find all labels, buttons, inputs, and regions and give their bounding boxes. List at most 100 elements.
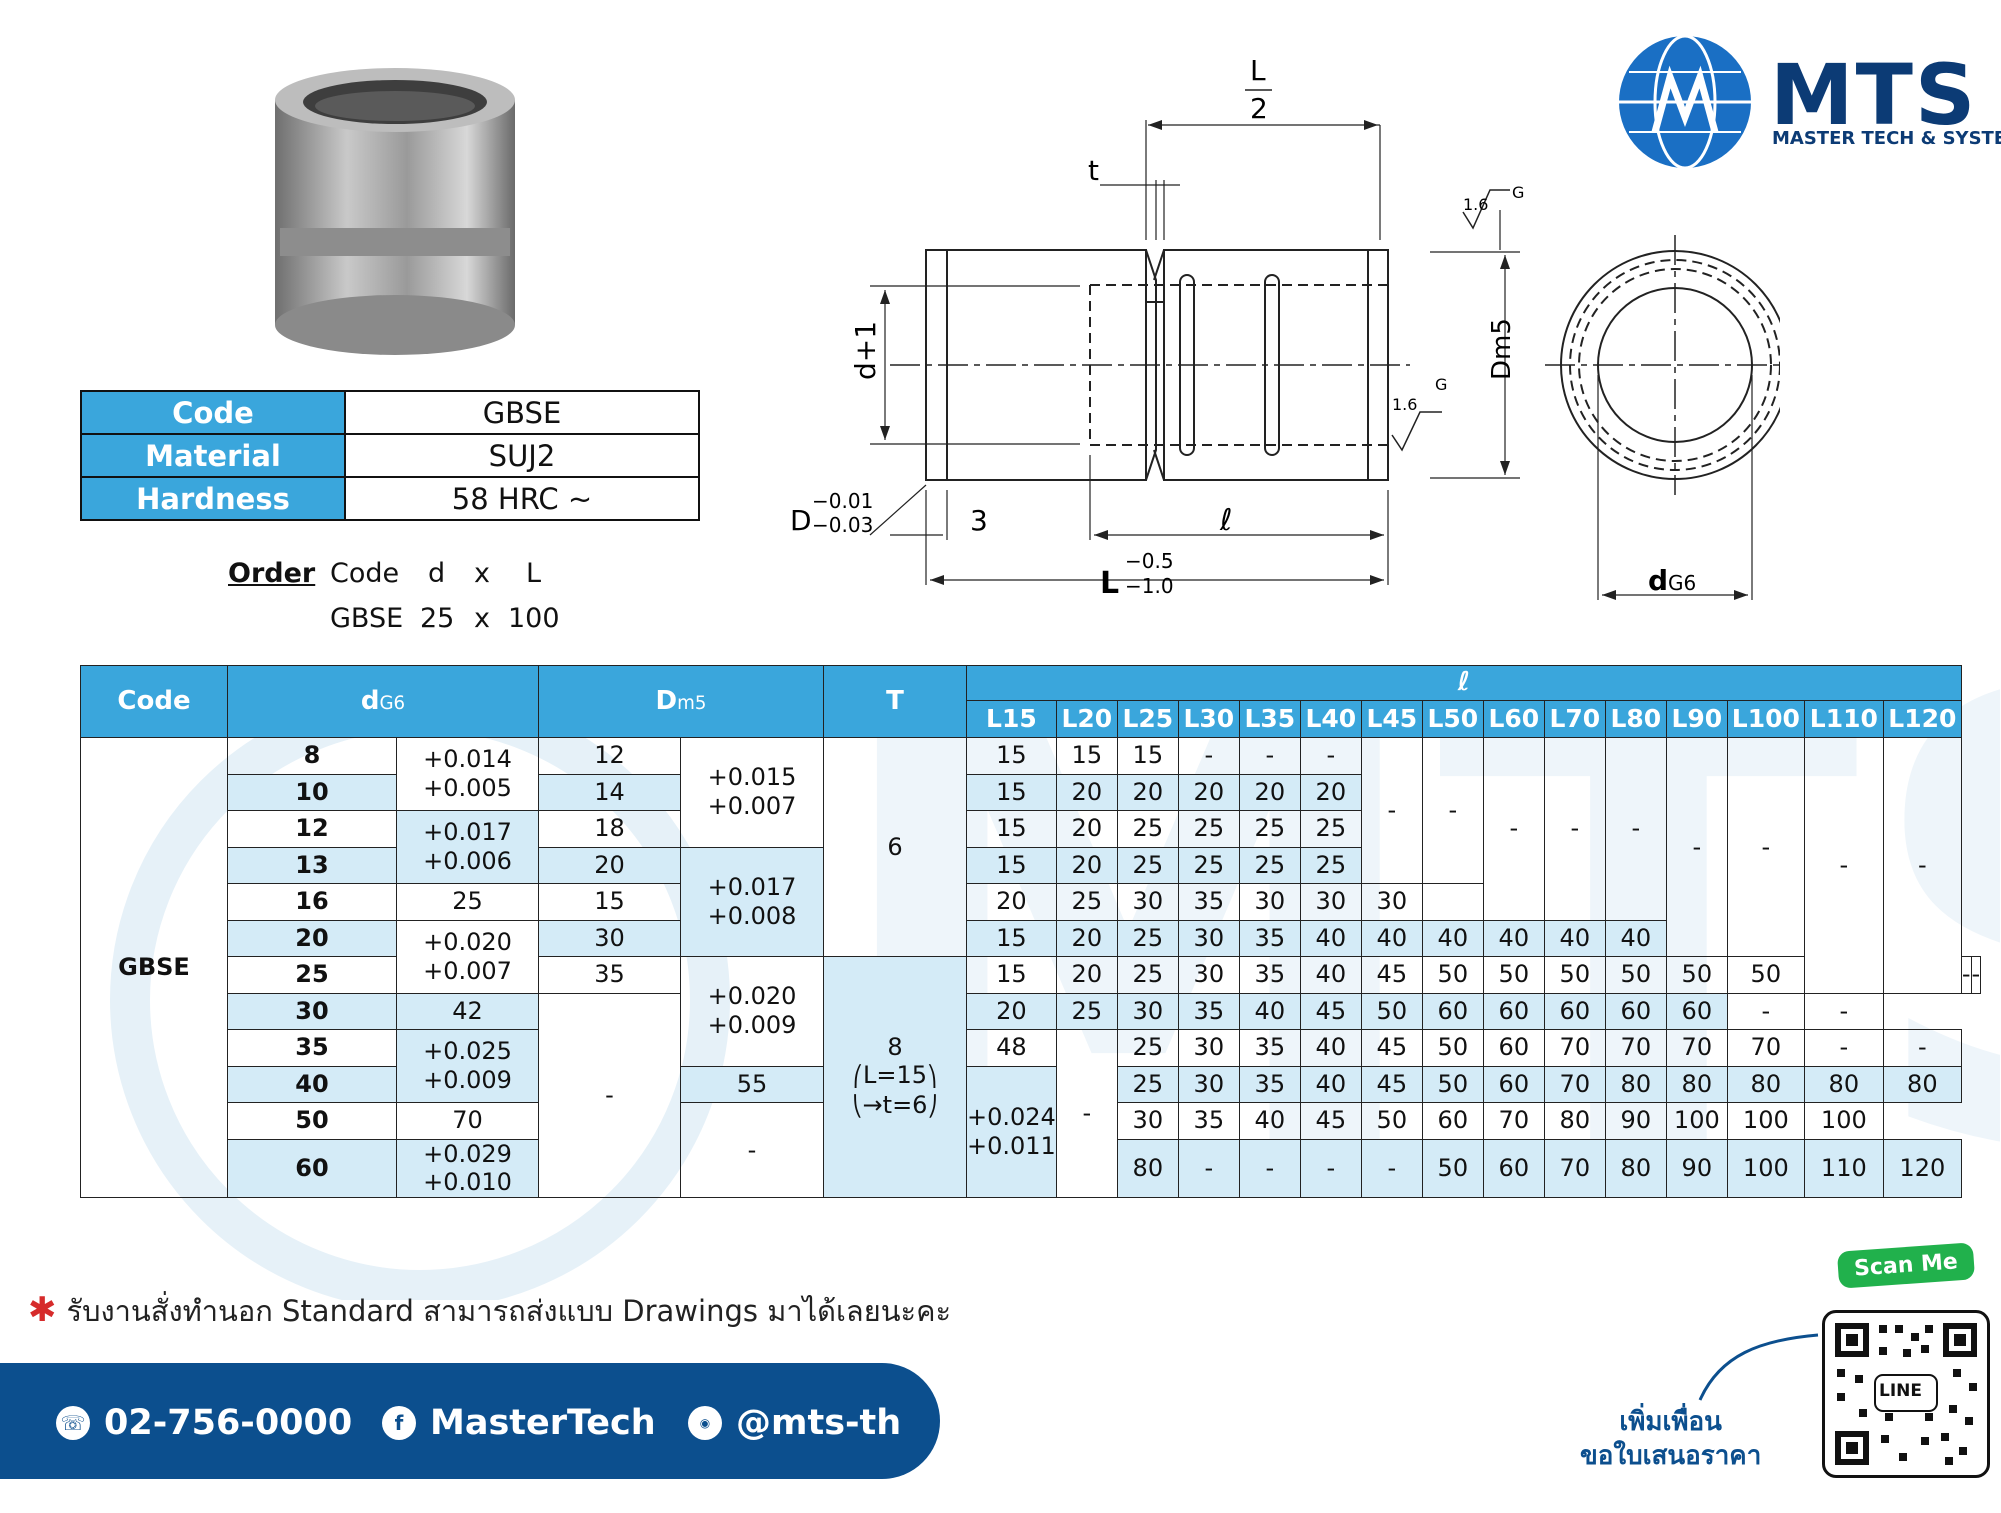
dm-value: 12: [538, 737, 681, 775]
arrow-to-qr: [1698, 1333, 1819, 1401]
l-value: 15: [966, 773, 1057, 811]
l-value: 70: [1543, 1065, 1606, 1103]
l-value: 40: [1360, 919, 1423, 957]
line-contact[interactable]: ◉@mts-th: [688, 1403, 901, 1443]
header-l-col: L100: [1726, 700, 1805, 738]
dim-l-half-num: L: [1250, 54, 1266, 87]
dm-tol-up: +0.020: [707, 982, 797, 1011]
l-value: 20: [966, 992, 1057, 1030]
l-value: 25: [1116, 810, 1179, 848]
t-note-2: →t=6: [862, 1091, 928, 1120]
l-value: 20: [1055, 956, 1118, 994]
l-value: 80: [1543, 1102, 1606, 1140]
dim-l-total: L: [1100, 566, 1119, 601]
d-value: 20: [227, 919, 397, 957]
l-value: 60: [1421, 992, 1484, 1030]
l-value: 80: [1726, 1065, 1805, 1103]
l-dash: -: [1803, 1029, 1884, 1067]
d-tolerance: +0.017+0.006: [396, 810, 539, 884]
l-value: -: [1177, 1138, 1240, 1199]
d-value: 13: [227, 846, 397, 884]
l-value: 25: [1116, 1029, 1179, 1067]
l-value: 60: [1482, 1065, 1545, 1103]
dm-value: 18: [538, 810, 681, 848]
header-l-col: L110: [1803, 700, 1884, 738]
l-value: 20: [1055, 773, 1118, 811]
l-value: -: [1360, 1138, 1423, 1199]
d-tolerance: +0.029+0.010: [396, 1138, 539, 1199]
l-value: 20: [1299, 773, 1362, 811]
l-value: 80: [1665, 1065, 1728, 1103]
l-value: 45: [1360, 1029, 1423, 1067]
t-note-1: L=15: [862, 1061, 928, 1090]
l-value: 45: [1299, 992, 1362, 1030]
dm-tolerance: +0.020+0.009: [680, 956, 824, 1067]
header-dm: Dm5: [538, 665, 824, 738]
add-friend-text: เพิ่มเพื่อน ขอใบเสนอราคา: [1580, 1406, 1761, 1474]
l-value: 50: [1421, 1138, 1484, 1199]
header-d: dG6: [227, 665, 539, 738]
t-value: 6: [823, 737, 967, 957]
d-value: 16: [227, 883, 397, 921]
d-tolerance: +0.020+0.007: [396, 919, 539, 994]
l-value: 25: [1299, 810, 1362, 848]
header-code: Code: [80, 665, 228, 738]
phone-contact[interactable]: ☏02-756-0000: [56, 1403, 352, 1443]
l-value: 110: [1803, 1138, 1884, 1199]
header-ell: ℓ: [966, 665, 1962, 701]
l-value: 70: [1543, 1029, 1606, 1067]
d-tol-up: +0.020: [423, 927, 512, 956]
l-value: 120: [1882, 1138, 1962, 1199]
header-l-col: L35: [1238, 700, 1301, 738]
dm-tol-low: +0.008: [707, 901, 797, 930]
l-value: 30: [1299, 883, 1362, 921]
l-dash: -: [1055, 1028, 1118, 1199]
l-value: 90: [1665, 1138, 1728, 1199]
l-value: -: [1299, 737, 1362, 775]
l-value: 15: [1116, 737, 1179, 775]
dim-l-tol-up: −0.5: [1125, 549, 1174, 573]
line-qr-code[interactable]: LINE: [1822, 1310, 1990, 1478]
l-value: 30: [1116, 992, 1179, 1030]
d-tol-low: +0.007: [423, 956, 512, 985]
l-value: 25: [1116, 846, 1179, 884]
l-dash: -: [1421, 737, 1484, 884]
product-photo-bushing: [275, 68, 515, 355]
spec-key: Hardness: [80, 476, 346, 521]
l-dash: -: [1960, 956, 1972, 994]
l-value: 30: [1116, 883, 1179, 921]
l-value: -: [1299, 1138, 1362, 1199]
star-icon: ✱: [28, 1290, 57, 1330]
l-value: 45: [1360, 956, 1423, 994]
t-note-open2: ⎝: [852, 1094, 863, 1119]
l-value: 25: [1116, 919, 1179, 957]
add-friend-line2: ขอใบเสนอราคา: [1580, 1440, 1762, 1471]
l-value: 30: [1177, 956, 1240, 994]
header-l-col: L15: [966, 700, 1057, 738]
l-value: 25: [1299, 846, 1362, 884]
line-icon: ◉: [688, 1406, 722, 1440]
header-dm-sub: m5: [677, 692, 707, 714]
dm-value: 14: [538, 773, 681, 811]
spec-value: GBSE: [344, 390, 700, 435]
dim-l-tol-low: −1.0: [1125, 574, 1174, 598]
dm-value: 25: [396, 883, 539, 921]
l-value: 25: [1238, 846, 1301, 884]
l-value: 20: [1177, 773, 1240, 811]
l-value: 70: [1604, 1029, 1667, 1067]
qr-line-label: LINE: [1879, 1381, 1922, 1401]
l-dash: -: [1726, 737, 1805, 957]
dim-d-plus: d+1: [849, 321, 882, 380]
l-value: 30: [1238, 883, 1301, 921]
d-tolerance: +0.025+0.009: [396, 1029, 539, 1103]
l-value: 50: [1665, 956, 1728, 994]
